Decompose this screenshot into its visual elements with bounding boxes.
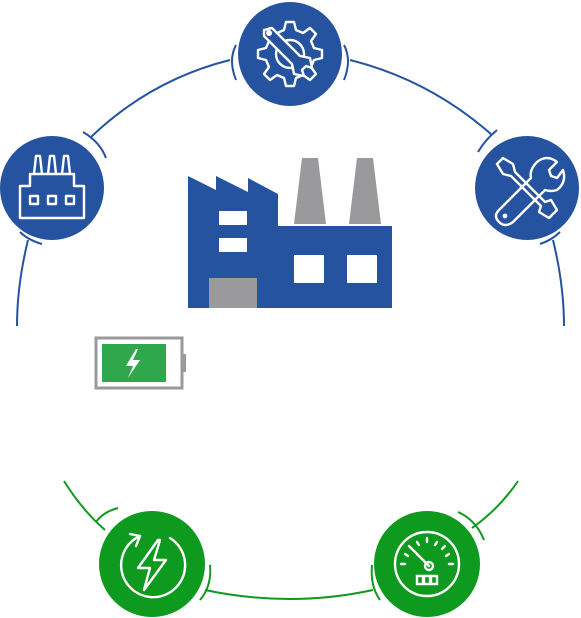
wrench-screwdriver-icon xyxy=(494,156,566,227)
green-cycle-arcs xyxy=(63,480,519,601)
bracket-tools-top xyxy=(477,129,498,153)
arc-energy-to-gauge xyxy=(204,589,374,600)
arc-gear-to-tools xyxy=(349,59,493,136)
arc-factory-to-gear xyxy=(89,59,231,139)
blue-cycle-arcs xyxy=(16,44,565,327)
gauge-node[interactable] xyxy=(374,511,480,617)
bracket-gauge-top xyxy=(457,511,485,541)
arc-gauge-to-right xyxy=(471,480,519,529)
bracket-energy-top xyxy=(95,507,119,523)
bracket-factory-top xyxy=(82,131,107,159)
speedometer-icon xyxy=(393,530,461,598)
energy-node[interactable] xyxy=(99,511,205,617)
tools-node[interactable] xyxy=(475,136,579,240)
factory-door xyxy=(209,278,257,308)
bracket-tools-bottom xyxy=(539,231,561,245)
arc-left-to-energy xyxy=(63,480,106,531)
factory-window xyxy=(347,255,377,283)
factory-window xyxy=(219,238,247,252)
chimney-left xyxy=(294,158,326,224)
factory-window xyxy=(294,255,324,283)
bracket-gear-right xyxy=(343,44,349,81)
arc-tools-down xyxy=(552,239,565,327)
arc-factory-down xyxy=(16,239,29,327)
gear-wrench-node[interactable] xyxy=(238,2,342,106)
gear-wrench-icon xyxy=(256,20,324,88)
charging-battery-icon xyxy=(94,336,186,390)
chimney-right xyxy=(349,158,381,224)
factory-node[interactable] xyxy=(0,136,104,240)
power-bolt-icon xyxy=(119,532,187,599)
factory-main-block xyxy=(188,176,392,308)
bracket-gear-left xyxy=(231,44,237,81)
bracket-factory-bottom xyxy=(19,231,43,245)
factory-window xyxy=(219,211,247,225)
bracket-energy-right xyxy=(199,564,212,601)
bracket-gauge-left xyxy=(370,564,381,601)
factory-building-icon xyxy=(188,158,392,308)
factory-icon xyxy=(18,154,86,220)
